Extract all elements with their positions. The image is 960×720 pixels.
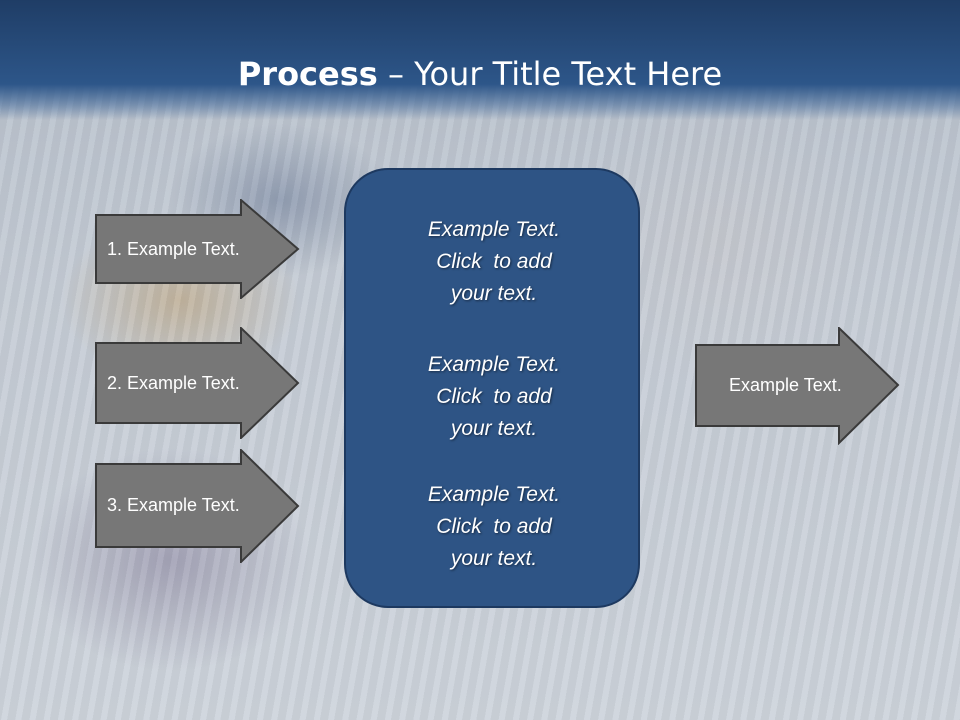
left-arrow-3-label: 3. Example Text.	[107, 495, 240, 515]
arrow-shape	[95, 199, 300, 299]
arrow-shape	[95, 327, 300, 439]
header-bar	[0, 0, 960, 120]
right-arrow-label: Example Text.	[729, 375, 842, 395]
title-bold: Process	[237, 55, 378, 93]
center-block-1-line2: Click to add	[436, 250, 552, 273]
center-text-box[interactable]: Example Text. Click to add your text. Ex…	[344, 168, 640, 608]
left-arrow-3[interactable]: 3. Example Text.	[95, 449, 300, 563]
left-arrow-1-label: 1. Example Text.	[107, 238, 240, 259]
center-block-1: Example Text. Click to add your text.	[346, 214, 642, 310]
center-block-2: Example Text. Click to add your text.	[346, 349, 642, 445]
center-block-2-line3: your text.	[450, 417, 538, 440]
arrow-shape	[95, 449, 300, 563]
left-arrow-2[interactable]: 2. Example Text.	[95, 327, 300, 439]
center-block-1-line3: your text.	[450, 282, 538, 305]
title-rest: – Your Title Text Here	[377, 55, 723, 93]
slide-title[interactable]: Process – Your Title Text Here	[0, 48, 960, 100]
center-block-3-line1: Example Text.	[427, 483, 561, 506]
center-block-1-line1: Example Text.	[427, 218, 561, 241]
center-block-3: Example Text. Click to add your text.	[346, 479, 642, 575]
center-block-2-line2: Click to add	[436, 385, 552, 408]
arrow-shape	[695, 327, 900, 445]
center-block-2-line1: Example Text.	[427, 353, 561, 376]
center-block-3-line3: your text.	[450, 547, 538, 570]
center-block-3-line2: Click to add	[436, 515, 552, 538]
left-arrow-2-label: 2. Example Text.	[107, 372, 240, 393]
left-arrow-1[interactable]: 1. Example Text.	[95, 199, 300, 299]
right-arrow[interactable]: Example Text.	[695, 327, 900, 445]
